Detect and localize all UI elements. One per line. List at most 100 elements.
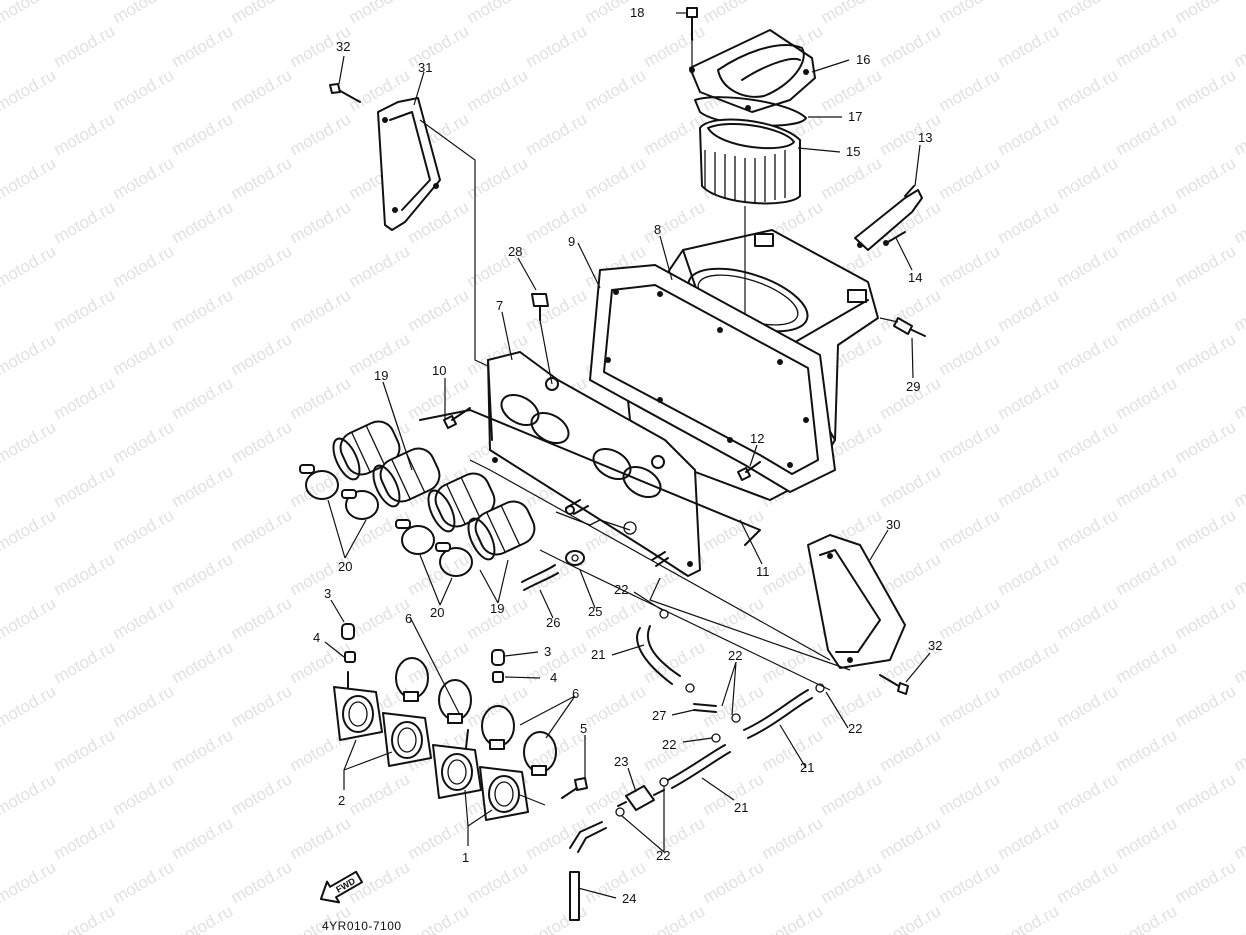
callout-1: 1 (462, 850, 469, 865)
watermark-text: motod.ru (51, 21, 119, 71)
watermark-text: motod.ru (1231, 725, 1246, 775)
watermark-text: motod.ru (877, 901, 945, 935)
watermark-text: motod.ru (995, 197, 1063, 247)
breather-bracket (854, 185, 923, 251)
joint-clamps (395, 657, 557, 776)
callout-32: 32 (336, 39, 350, 54)
watermark-text: motod.ru (1231, 901, 1246, 935)
watermark-text: motod.ru (1113, 813, 1181, 863)
watermark-text: motod.ru (228, 857, 296, 907)
watermark-text: motod.ru (1172, 857, 1240, 907)
watermark-text: motod.ru (1172, 417, 1240, 467)
callout-20: 20 (338, 559, 352, 574)
watermark-text: motod.ru (1172, 241, 1240, 291)
watermark-text: motod.ru (169, 901, 237, 935)
watermark-text: motod.ru (936, 329, 1004, 379)
watermark-text: motod.ru (995, 813, 1063, 863)
callout-3: 3 (544, 644, 551, 659)
bolt-5 (561, 777, 588, 799)
callout-9: 9 (568, 234, 575, 249)
watermark-text: motod.ru (1054, 593, 1122, 643)
watermark-text: motod.ru (228, 153, 296, 203)
breather-valve (617, 785, 665, 811)
watermark-text: motod.ru (169, 637, 237, 687)
watermark-text: motod.ru (346, 0, 414, 27)
watermark-text: motod.ru (582, 65, 650, 115)
watermark-text: motod.ru (464, 0, 532, 27)
watermark-text: motod.ru (228, 505, 296, 555)
watermark-text: motod.ru (1231, 285, 1246, 335)
watermark-text: motod.ru (936, 593, 1004, 643)
watermark-text: motod.ru (0, 857, 59, 907)
callout-28: 28 (508, 244, 522, 259)
callout-24: 24 (622, 891, 636, 906)
watermark-text: motod.ru (1231, 197, 1246, 247)
bolt-28 (531, 293, 553, 385)
carb-joints (333, 671, 546, 821)
watermark-text: motod.ru (1054, 0, 1122, 27)
watermark-text: motod.ru (877, 461, 945, 511)
watermark-text: motod.ru (995, 901, 1063, 935)
watermark-text: motod.ru (169, 21, 237, 71)
watermark-text: motod.ru (169, 197, 237, 247)
watermark-text: motod.ru (759, 901, 827, 935)
watermark-text: motod.ru (287, 373, 355, 423)
watermark-text: motod.ru (1054, 329, 1122, 379)
watermark-text: motod.ru (1113, 901, 1181, 935)
watermark-text: motod.ru (936, 0, 1004, 27)
side-cover-31 (377, 97, 489, 367)
case-bolt-29 (879, 317, 926, 337)
bolt-10 (443, 407, 471, 429)
watermark-text: motod.ru (0, 153, 59, 203)
watermark-text: motod.ru (228, 681, 296, 731)
watermark-text: motod.ru (464, 857, 532, 907)
callout-15: 15 (846, 144, 860, 159)
watermark-text: motod.ru (641, 109, 709, 159)
watermark-text: motod.ru (523, 197, 591, 247)
watermark-text: motod.ru (1231, 549, 1246, 599)
callout-32: 32 (928, 638, 942, 653)
watermark-text: motod.ru (1113, 285, 1181, 335)
watermark-text: motod.ru (0, 593, 59, 643)
caps-and-bands (341, 623, 505, 683)
watermark-text: motod.ru (582, 857, 650, 907)
watermark-text: motod.ru (818, 769, 886, 819)
bracket-screw (883, 231, 906, 246)
watermark-text: motod.ru (0, 769, 59, 819)
watermark-text: motod.ru (1054, 857, 1122, 907)
callout-16: 16 (856, 52, 870, 67)
watermark-text: motod.ru (1231, 373, 1246, 423)
watermark-text: motod.ru (51, 901, 119, 935)
watermark-text: motod.ru (936, 769, 1004, 819)
watermark-text: motod.ru (1054, 417, 1122, 467)
watermark-text: motod.ru (169, 373, 237, 423)
watermark-text: motod.ru (1054, 769, 1122, 819)
watermark-text: motod.ru (51, 637, 119, 687)
watermark-text: motod.ru (110, 0, 178, 27)
watermark-text: motod.ru (1172, 65, 1240, 115)
watermark-text: motod.ru (0, 329, 59, 379)
watermark-text: motod.ru (995, 725, 1063, 775)
watermark-text: motod.ru (1113, 109, 1181, 159)
watermark-text: motod.ru (346, 769, 414, 819)
watermark-text: motod.ru (523, 21, 591, 71)
watermark-text: motod.ru (287, 285, 355, 335)
watermark-text: motod.ru (110, 153, 178, 203)
watermark-text: motod.ru (1113, 21, 1181, 71)
watermark-text: motod.ru (110, 329, 178, 379)
watermark-text: motod.ru (287, 637, 355, 687)
watermark-text: motod.ru (287, 109, 355, 159)
callout-21: 21 (734, 800, 748, 815)
watermark-text: motod.ru (51, 109, 119, 159)
watermark-text: motod.ru (228, 593, 296, 643)
watermark-text: motod.ru (1054, 153, 1122, 203)
watermark-text: motod.ru (1172, 329, 1240, 379)
watermark-text: motod.ru (1172, 153, 1240, 203)
watermark-text: motod.ru (1172, 681, 1240, 731)
watermark-text: motod.ru (51, 461, 119, 511)
callout-31: 31 (418, 60, 432, 75)
watermark-text: motod.ru (110, 417, 178, 467)
watermark-text: motod.ru (405, 637, 473, 687)
watermark-text: motod.ru (995, 21, 1063, 71)
